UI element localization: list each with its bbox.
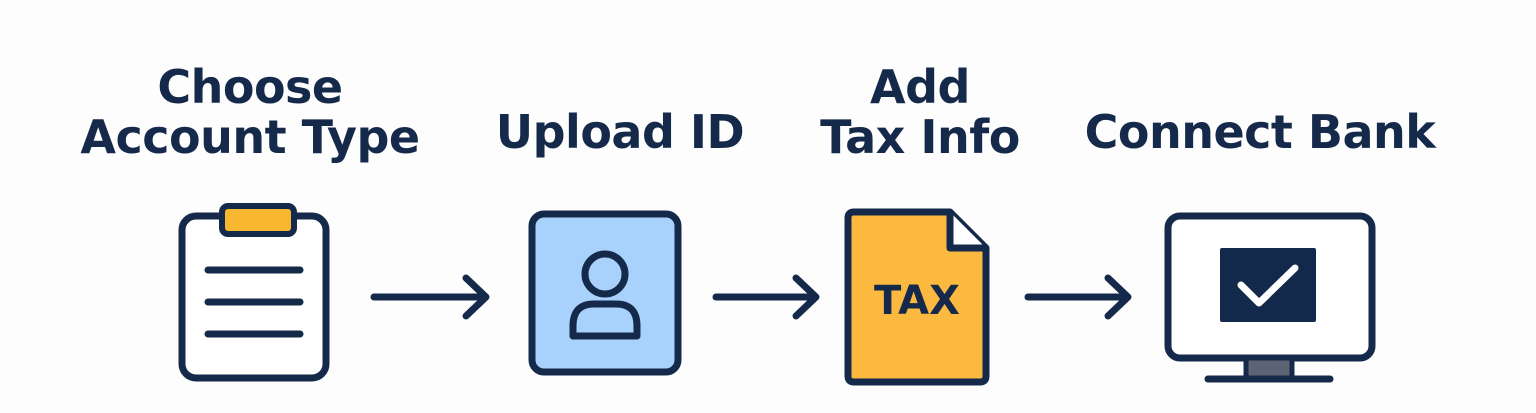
monitor-screen xyxy=(1220,248,1316,322)
step-title-choose-account-type: Choose Account Type xyxy=(60,62,440,162)
checkmark-icon xyxy=(1237,264,1299,307)
tax-document-page xyxy=(844,208,990,386)
tax-document-icon: TAX xyxy=(844,208,990,386)
arrow-right-icon xyxy=(712,274,820,320)
step-title-line: Upload ID xyxy=(495,105,745,159)
step-title-line: Add xyxy=(870,60,970,114)
tax-document-label: TAX xyxy=(874,278,960,324)
step-title-upload-id: Upload ID xyxy=(440,107,800,157)
clipboard-icon xyxy=(178,203,330,382)
step-title-add-tax-info: Add Tax Info xyxy=(760,62,1080,162)
step-title-line: Account Type xyxy=(80,110,420,164)
step-title-line: Choose xyxy=(157,60,343,114)
step-title-line: Connect Bank xyxy=(1084,105,1436,159)
user-head xyxy=(581,250,629,298)
tax-document-fold xyxy=(946,212,986,252)
clipboard-clip xyxy=(219,203,297,237)
id-card-icon xyxy=(528,210,682,376)
clipboard-board xyxy=(178,212,330,382)
monitor-check-icon xyxy=(1164,212,1376,383)
monitor-stand xyxy=(1243,355,1295,381)
step-title-connect-bank: Connect Bank xyxy=(1070,107,1450,157)
step-title-line: Tax Info xyxy=(820,110,1020,164)
arrow-right-icon xyxy=(370,274,490,320)
arrow-right-icon xyxy=(1024,274,1132,320)
user-body xyxy=(569,300,641,340)
